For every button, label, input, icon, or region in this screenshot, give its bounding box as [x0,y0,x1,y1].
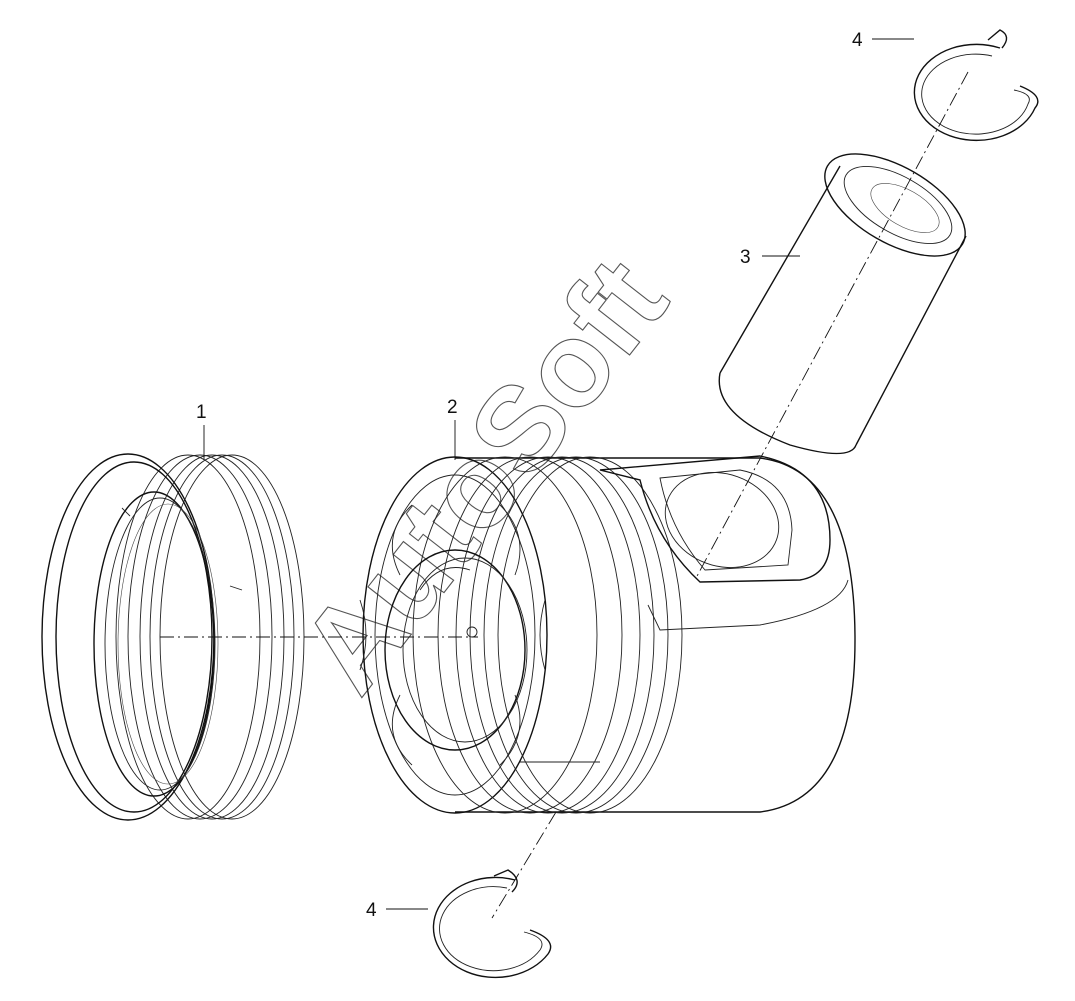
watermark: AutoSoft [275,234,692,716]
callout-1: 1 [196,402,207,423]
callout-4-bottom: 4 [366,900,377,921]
callout-4-top: 4 [852,30,863,51]
callout-3: 3 [740,247,751,268]
part-2-piston [359,455,856,814]
axis-pin-lower [491,811,557,919]
part-3-piston-pin [718,153,967,455]
part-4-circlip-bottom [432,869,552,979]
part-4-circlip-top [913,29,1039,142]
axis-pin [695,71,969,579]
callout-2: 2 [447,397,458,418]
